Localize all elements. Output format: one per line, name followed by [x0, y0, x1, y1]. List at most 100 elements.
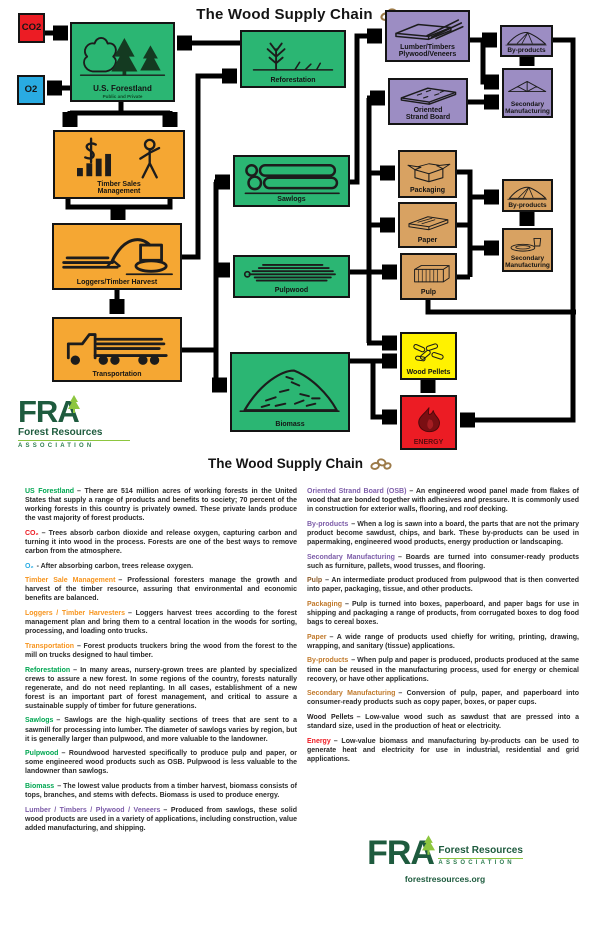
node-packaging: Packaging [398, 150, 457, 198]
legend-term: Pulpwood [25, 750, 59, 758]
osb-label: Oriented Strand Board [405, 106, 451, 122]
legend-text: – Boards are turned into consumer-ready … [307, 553, 579, 570]
boards-icon [395, 19, 464, 41]
legend-paragraph: Secondary Manufacturing– Boards are turn… [307, 553, 579, 571]
node-secondary-pulp: Secondary Manufacturing [502, 228, 553, 272]
node-secondary-wood: Secondary Manufacturing [502, 68, 553, 118]
sawlogs-label: Sawlogs [277, 196, 306, 204]
legend-heading: The Wood Supply Chain [208, 456, 363, 471]
forestland-label: U.S. Forestland [93, 84, 152, 94]
legend-paragraph: Packaging– Pulp is turned into boxes, pa… [307, 600, 579, 627]
tsm-label: Timber Sales Management [97, 180, 141, 196]
legend-term: Paper [307, 633, 327, 641]
legend-text: – An intermediate product produced from … [307, 577, 579, 594]
legend-text: – Professional foresters manage the grow… [25, 577, 297, 603]
node-paper: Paper [398, 202, 457, 248]
log-truck-icon [66, 333, 168, 365]
logs-icon [244, 163, 341, 195]
legend-text: – There are 514 million acres of working… [25, 488, 298, 523]
wood-chips-pile-icon [239, 369, 341, 413]
legend-paragraph: Pulp– An intermediate product produced f… [307, 576, 579, 594]
legend-term: Packaging [307, 600, 343, 608]
legend-term: Transportation [25, 642, 75, 650]
legend-text: – An engineered wood panel made from fla… [307, 488, 579, 514]
node-forestland: U.S. Forestland Public and Private [70, 22, 175, 102]
node-byproducts-pulp: By-products [502, 179, 553, 212]
legend-text: – Pulp is turned into boxes, paperboard,… [307, 600, 579, 627]
legend-term: Sawlogs [25, 717, 54, 725]
reforestation-label: Reforestation [270, 77, 316, 85]
node-lumber: Lumber/Timbers Plywood/Veneers [385, 10, 470, 62]
node-transportation: Transportation [52, 317, 182, 382]
node-osb: Oriented Strand Board [388, 78, 468, 125]
pulp-bale-icon [413, 265, 450, 283]
legend-term: By-products [307, 520, 349, 528]
legend-term: Biomass [25, 783, 55, 791]
fra-url: forestresources.org [404, 874, 486, 884]
legend-paragraph: Paper– A wide range of products used chi… [307, 633, 579, 651]
secondary-pulp-label: Secondary Manufacturing [505, 254, 550, 269]
legend-term: Secondary Manufacturing [307, 690, 396, 698]
legend-term: Lumber / Timbers / Plywood / Veneers [25, 806, 161, 814]
legend-paragraph: Secondary Manufacturing– Conversion of p… [307, 689, 579, 707]
chain-links-icon [370, 457, 392, 470]
legend-paragraph: By-products– When a log is sawn into a b… [307, 520, 579, 547]
node-pulp: Pulp [400, 253, 457, 300]
legend-paragraph: Biomass– The lowest value products from … [25, 782, 297, 800]
node-wood-pellets: Wood Pellets [400, 332, 457, 380]
legend-text: – When pulp and paper is produced, produ… [307, 657, 579, 683]
node-loggers: Loggers/Timber Harvest [52, 223, 182, 290]
legend-term: US Forestland [25, 488, 75, 495]
legend-paragraph: Sawlogs– Sawlogs are the high-quality se… [25, 716, 297, 743]
legend-text: – Forest products truckers bring the woo… [25, 642, 297, 659]
legend-paragraph: Lumber / Timbers / Plywood / Veneers– Pr… [25, 806, 297, 833]
node-co2: CO2 [18, 13, 45, 43]
legend-paragraph: Pulpwood– Roundwood harvested specifical… [25, 749, 297, 776]
legend-text: – Low-value wood such as sawdust that ar… [307, 713, 579, 730]
fra-acronym-text: FRA [367, 834, 435, 872]
byproducts-pulp-label: By-products [508, 201, 547, 209]
legend-column-left: US Forestland– There are 514 million acr… [25, 487, 297, 839]
sawdust-pile-icon [505, 32, 548, 46]
legend-term: O₂ [25, 562, 34, 570]
node-energy: ENERGY [400, 395, 457, 450]
legend-paragraph: By-products– When pulp and paper is prod… [307, 656, 579, 683]
molded-products-icon [510, 237, 542, 252]
legend-text: – Loggers harvest trees according to the… [25, 610, 297, 636]
legend-paragraph: CO₂– Trees absorb carbon dioxide and rel… [25, 529, 297, 556]
secondary-wood-label: Secondary Manufacturing [505, 100, 550, 115]
node-o2: O2 [17, 75, 45, 105]
pine-tree-icon [67, 395, 80, 413]
fra-logo-footer: FRA Forest Resources ASSOCIATION forestr… [355, 835, 535, 884]
legend-text: - After absorbing carbon, trees release … [36, 562, 194, 570]
byproducts-wood-label: By-products [507, 46, 546, 54]
legend-text: – When a log is sawn into a board, the p… [307, 520, 579, 546]
legend-term: Oriented Strand Board (OSB) [307, 488, 407, 495]
carton-box-icon [407, 163, 450, 183]
node-timber-sales-management: Timber Sales Management [53, 130, 185, 199]
energy-label: ENERGY [413, 439, 444, 447]
legend-term: Loggers / Timber Harvesters [25, 610, 126, 618]
fra-line1: Forest Resources [18, 427, 130, 441]
legend-text: – Roundwood harvested specifically to pr… [25, 750, 297, 776]
pellets-icon [412, 343, 444, 362]
sawdust-pile-icon [507, 186, 548, 200]
flow-connectors [45, 0, 576, 455]
roof-truss-icon [508, 80, 547, 93]
legend-term: Reforestation [25, 666, 71, 674]
fra-acronym-text: FRA [18, 394, 80, 429]
legend-paragraph: Transportation– Forest products truckers… [25, 642, 297, 660]
pine-tree-icon [421, 835, 435, 855]
legend-paragraph: Timber Sale Management– Professional for… [25, 576, 297, 603]
fra-line1: Forest Resources [438, 845, 523, 859]
pulpwood-label: Pulpwood [274, 287, 309, 295]
fra-acronym: FRA [367, 835, 435, 870]
packaging-label: Packaging [409, 187, 445, 195]
legend-text: – Trees absorb carbon dioxide and releas… [25, 529, 297, 556]
node-byproducts-wood: By-products [500, 25, 553, 57]
biomass-label: Biomass [275, 421, 305, 429]
node-reforestation: Reforestation [240, 30, 346, 88]
legend-paragraph: Energy– Low-value biomass and manufactur… [307, 737, 579, 764]
wood-pellets-label: Wood Pellets [406, 369, 451, 377]
